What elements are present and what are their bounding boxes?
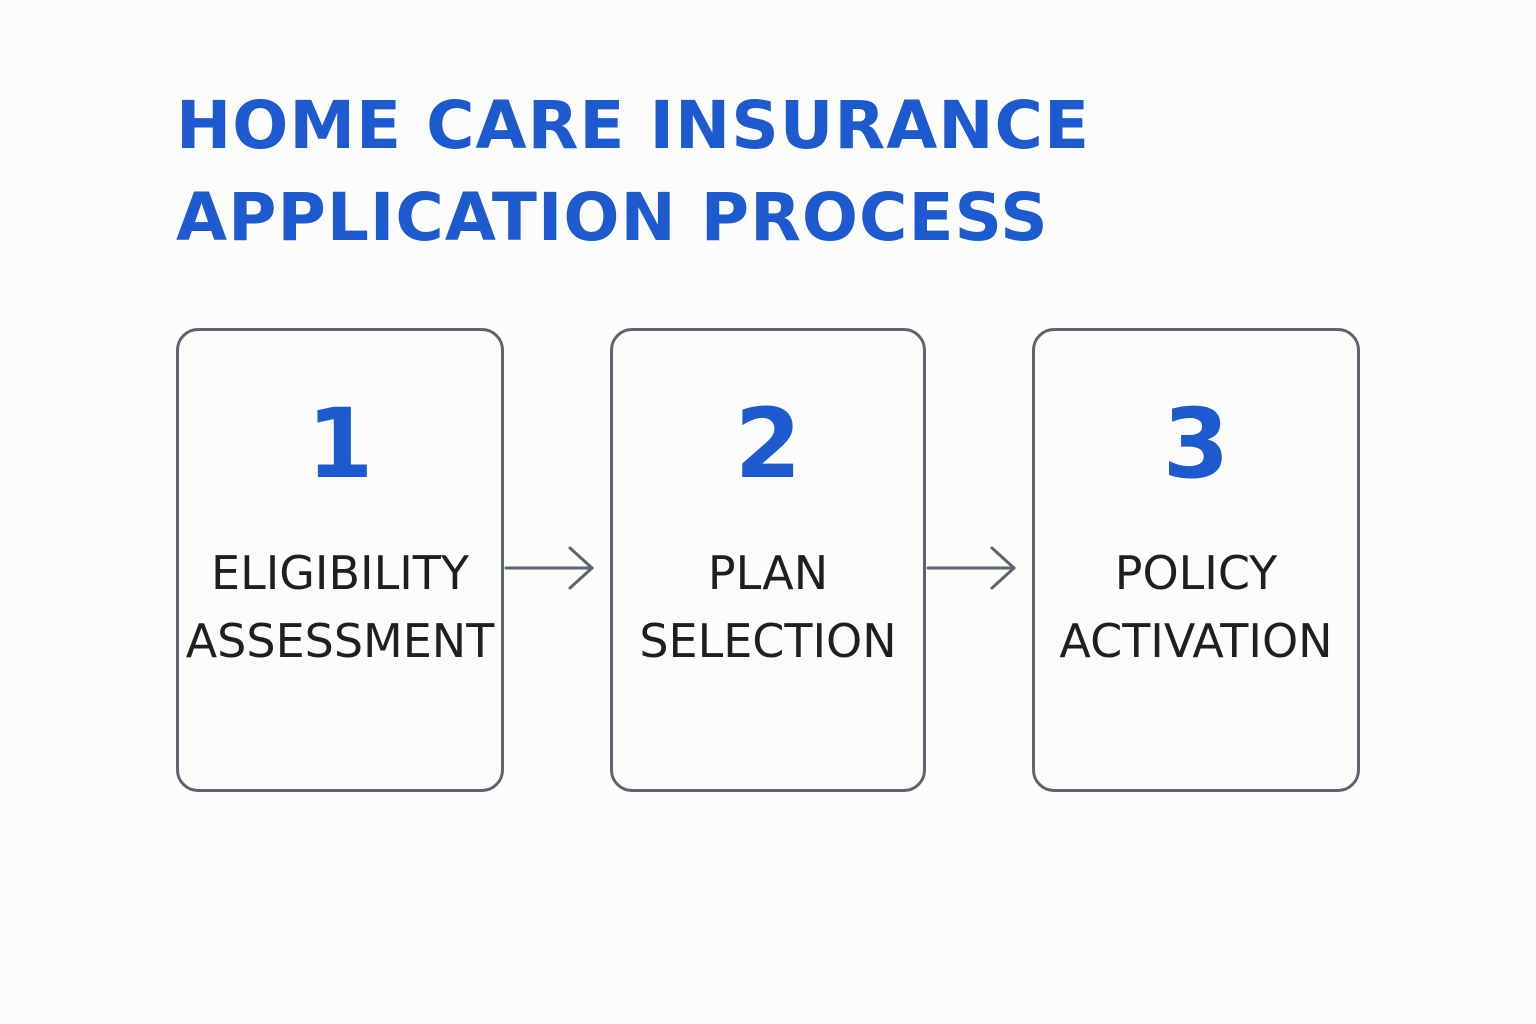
- title-line-2: APPLICATION PROCESS: [176, 179, 1049, 256]
- step-number: 2: [734, 388, 802, 500]
- step-number: 3: [1162, 388, 1230, 500]
- step-label-line-2: ASSESSMENT: [185, 614, 495, 668]
- step-label: POLICY ACTIVATION: [1035, 539, 1357, 675]
- step-label-line-1: PLAN: [707, 546, 829, 600]
- step-label-line-2: SELECTION: [639, 614, 897, 668]
- step-number: 1: [306, 388, 374, 500]
- arrow-right-icon: [926, 546, 1016, 590]
- step-card-eligibility-assessment: 1 ELIGIBILITY ASSESSMENT: [176, 328, 504, 792]
- step-label-line-1: ELIGIBILITY: [211, 546, 469, 600]
- step-label-line-1: POLICY: [1114, 546, 1278, 600]
- diagram-title: HOME CARE INSURANCE APPLICATION PROCESS: [176, 80, 1090, 264]
- title-line-1: HOME CARE INSURANCE: [176, 87, 1091, 164]
- step-label: ELIGIBILITY ASSESSMENT: [179, 539, 501, 675]
- arrow-right-icon: [504, 546, 594, 590]
- step-card-plan-selection: 2 PLAN SELECTION: [610, 328, 926, 792]
- step-card-policy-activation: 3 POLICY ACTIVATION: [1032, 328, 1360, 792]
- step-label-line-2: ACTIVATION: [1059, 614, 1333, 668]
- step-label: PLAN SELECTION: [613, 539, 923, 675]
